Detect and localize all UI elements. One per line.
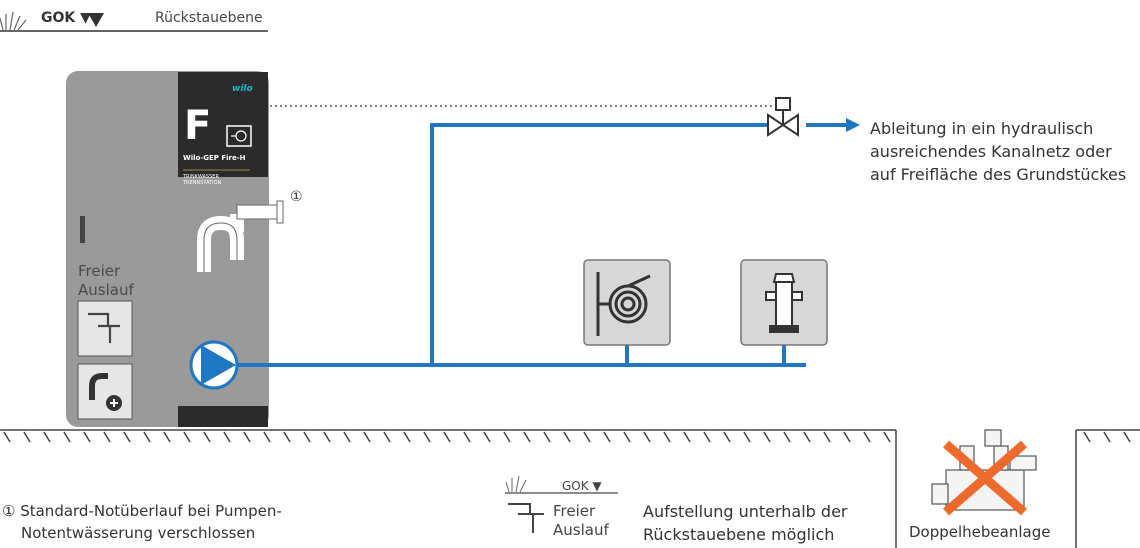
legend-text: Aufstellung unterhalb der Rückstauebene …: [643, 500, 848, 546]
free-outlet-icon: [77, 300, 133, 357]
free-outlet-label: Freier Auslauf: [78, 262, 134, 300]
top-grass-icon: [0, 11, 27, 31]
ground-hatch-mark: [763, 431, 771, 443]
gok-label: GOK ▼: [41, 10, 91, 26]
subtitle-line1: TRINKWASSER: [183, 174, 219, 180]
ground-hatch-mark: [643, 431, 651, 443]
ground-hatch-mark: [663, 431, 671, 443]
pipes: [238, 123, 846, 367]
ground-hatch-mark: [463, 431, 471, 443]
siphon-plus-icon: [77, 363, 133, 420]
legend-free-outlet-icon: [508, 503, 544, 533]
ground-hatch-mark: [123, 431, 131, 443]
product-name: Wilo-GEP Fire-H: [183, 154, 246, 162]
ground-hatch-mark: [683, 431, 691, 443]
legend-grass-icon: [505, 475, 527, 493]
ground-hatch-mark: [103, 431, 111, 443]
ground-hatch-mark: [703, 431, 711, 443]
ground-hatch-mark: [603, 431, 611, 443]
ground-hatch-mark: [83, 431, 91, 443]
ground-hatch-mark: [143, 431, 151, 443]
footnote-line1: ① Standard-Notüberlauf bei Pumpen-: [2, 502, 282, 520]
outflow-label: Ableitung in ein hydraulisch ausreichend…: [870, 117, 1126, 186]
valve-icon: [767, 97, 799, 137]
ground-hatch-mark: [263, 431, 271, 443]
ground-hatch-mark: [563, 431, 571, 443]
legend-free-outlet-label: Freier Auslauf: [553, 502, 609, 540]
ground-line: [0, 429, 1140, 548]
ground-hatch-mark: [183, 431, 191, 443]
product-subtitle: TRINKWASSER TRENNSTATION: [183, 174, 253, 186]
station-panel: [178, 72, 268, 177]
ground-hatch-mark: [243, 431, 251, 443]
triangle-down-icon: [88, 13, 104, 27]
ground-hatch-mark: [343, 431, 351, 443]
ground-hatch-mark: [623, 431, 631, 443]
footnote: ① Standard-Notüberlauf bei Pumpen- Noten…: [2, 500, 282, 544]
ground-hatch-mark: [3, 431, 11, 443]
subtitle-line2: TRENNSTATION: [183, 180, 222, 186]
hose-reel-icon: [583, 259, 671, 346]
ground-hatch-mark: [403, 431, 411, 443]
outflow-line2: ausreichendes Kanalnetz oder: [870, 142, 1112, 161]
ground-hatch-mark: [43, 431, 51, 443]
legend-free-line1: Freier: [553, 502, 596, 520]
ground-hatch-mark: [63, 431, 71, 443]
brand-logo: wilo: [232, 84, 253, 94]
ground-hatch-mark: [323, 431, 331, 443]
ground-hatch-mark: [1083, 431, 1091, 443]
ground-hatch-mark: [203, 431, 211, 443]
ground-hatch-mark: [443, 431, 451, 443]
ground-hatch-mark: [823, 431, 831, 443]
outflow-line1: Ableitung in ein hydraulisch: [870, 119, 1094, 138]
ground-hatch-mark: [163, 431, 171, 443]
ground-hatch-mark: [803, 431, 811, 443]
double-lifting-station-label: Doppelhebeanlage: [909, 523, 1051, 541]
legend-gok-label: GOK ▼: [562, 479, 602, 493]
free-outlet-line1: Freier: [78, 262, 121, 280]
legend-free-line2: Auslauf: [553, 521, 609, 539]
ground-hatch-mark: [503, 431, 511, 443]
ground-hatch-mark: [523, 431, 531, 443]
ground-hatch-mark: [483, 431, 491, 443]
ground-hatch-mark: [223, 431, 231, 443]
arrow-head-icon: [846, 118, 860, 132]
station-foot: [178, 406, 268, 427]
marker-1: ①: [290, 189, 303, 205]
ground-hatch-mark: [723, 431, 731, 443]
legend-text-line2: Rückstauebene möglich: [643, 525, 835, 544]
footnote-line2: Notentwässerung verschlossen: [21, 524, 256, 542]
panel-logo-icon: [226, 125, 252, 147]
outflow-line3: auf Freifläche des Grundstückes: [870, 165, 1127, 184]
ground-hatch-mark: [363, 431, 371, 443]
cross-icon: [943, 440, 1027, 516]
legend-text-line1: Aufstellung unterhalb der: [643, 502, 848, 521]
ground-hatch-mark: [1103, 431, 1111, 443]
ground-hatch-mark: [423, 431, 431, 443]
ground-hatch-mark: [283, 431, 291, 443]
ground-hatch-mark: [883, 431, 891, 443]
ground-hatch-mark: [23, 431, 31, 443]
ground-hatch-mark: [863, 431, 871, 443]
backflow-label: Rückstauebene: [155, 10, 263, 26]
ground-hatch-mark: [543, 431, 551, 443]
ground-hatch-mark: [843, 431, 851, 443]
free-outlet-line2: Auslauf: [78, 281, 134, 299]
ground-hatch-mark: [1123, 431, 1131, 443]
ground-hatch-mark: [383, 431, 391, 443]
ground-hatch-mark: [303, 431, 311, 443]
station-letter: F: [184, 103, 212, 149]
ground-hatch-mark: [743, 431, 751, 443]
ground-hatch-mark: [783, 431, 791, 443]
ground-hatch-mark: [583, 431, 591, 443]
level-bar: [80, 216, 85, 243]
